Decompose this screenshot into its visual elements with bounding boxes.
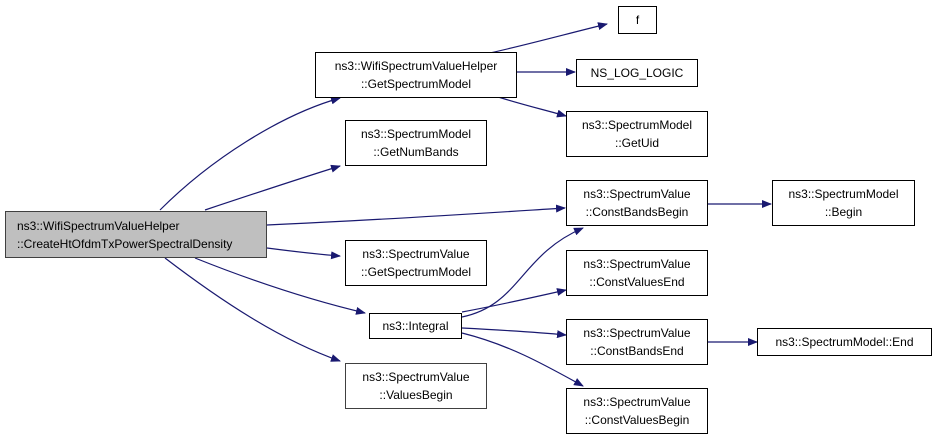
node-label-line1: ns3::SpectrumValue (583, 187, 691, 201)
node-f[interactable]: f (618, 6, 657, 34)
node-label-line1: ns3::SpectrumValue (583, 326, 691, 340)
node-label-line1: f (635, 13, 640, 27)
edge-root-constBandsBegin (266, 204, 566, 226)
node-label-line2: ::GetNumBands (373, 145, 459, 159)
edge-root-getSpectrumModel (159, 96, 341, 211)
edge-root-integral (194, 257, 366, 315)
node-label-line1: ns3::SpectrumValue (362, 247, 470, 261)
edge-integral-cvb (461, 332, 584, 387)
node-const-values-end[interactable]: ns3::SpectrumValue ::ConstValuesEnd (566, 250, 708, 296)
node-label-line1: ns3::SpectrumValue (583, 395, 691, 409)
node-label-line1: ns3::SpectrumModel::End (775, 335, 914, 349)
node-label-line2: ::ConstValuesEnd (589, 275, 685, 289)
node-label-line2: ::ConstBandsBegin (585, 205, 689, 219)
edge-root-getNumBands (204, 164, 341, 211)
node-get-num-bands[interactable]: ns3::SpectrumModel ::GetNumBands (345, 120, 487, 166)
node-label-line2: ::GetUid (614, 136, 659, 150)
node-sv-get-spectrum-model[interactable]: ns3::SpectrumValue ::GetSpectrumModel (345, 240, 487, 286)
node-const-values-begin[interactable]: ns3::SpectrumValue ::ConstValuesBegin (566, 388, 708, 434)
node-label-line2: ::GetSpectrumModel (360, 77, 472, 91)
node-values-begin[interactable]: ns3::SpectrumValue ::ValuesBegin (345, 363, 487, 409)
edge-integral-cbb (461, 227, 584, 318)
node-get-uid[interactable]: ns3::SpectrumModel ::GetUid (566, 111, 708, 157)
node-label-line1: ns3::Integral (382, 319, 449, 333)
node-wifi-get-spectrum-model[interactable]: ns3::WifiSpectrumValueHelper ::GetSpectr… (315, 52, 517, 98)
node-label-line1: ns3::WifiSpectrumValueHelper (17, 218, 180, 233)
edge-integral-cve (461, 288, 567, 313)
node-const-bands-end[interactable]: ns3::SpectrumValue ::ConstBandsEnd (566, 319, 708, 365)
edge-gsm-f (489, 22, 608, 54)
node-label-line1: ns3::SpectrumValue (583, 257, 691, 271)
node-label-line2: ::GetSpectrumModel (360, 265, 472, 279)
node-label-line2: ::CreateHtOfdmTxPowerSpectralDensity (17, 236, 233, 251)
node-label-line2: ::ConstValuesBegin (584, 413, 690, 427)
node-spectrum-model-begin[interactable]: ns3::SpectrumModel ::Begin (772, 180, 915, 226)
node-label-line2: ::ValuesBegin (379, 388, 453, 402)
edge-gsm-getuid (494, 95, 567, 118)
node-label-line1: ns3::WifiSpectrumValueHelper (334, 59, 498, 73)
node-label-line1: ns3::SpectrumModel (581, 118, 693, 132)
node-label-line2: ::ConstBandsEnd (590, 344, 684, 358)
node-label-line2: ::Begin (824, 205, 863, 219)
node-const-bands-begin[interactable]: ns3::SpectrumValue ::ConstBandsBegin (566, 180, 708, 226)
node-label-line1: ns3::SpectrumModel (788, 187, 899, 201)
node-integral[interactable]: ns3::Integral (369, 313, 462, 339)
node-create-ht-ofdm-tx-psd[interactable]: ns3::WifiSpectrumValueHelper ::CreateHtO… (5, 211, 267, 258)
node-label-line1: ns3::SpectrumModel (360, 127, 472, 141)
edge-integral-cbe (461, 327, 567, 339)
edge-root-svGetSpecModel (266, 247, 341, 260)
node-label-line1: ns3::SpectrumValue (362, 370, 470, 384)
node-spectrum-model-end[interactable]: ns3::SpectrumModel::End (757, 328, 932, 356)
edge-root-valuesBegin (164, 257, 341, 362)
node-ns-log-logic[interactable]: NS_LOG_LOGIC (576, 59, 698, 87)
node-label-line1: NS_LOG_LOGIC (590, 66, 684, 80)
